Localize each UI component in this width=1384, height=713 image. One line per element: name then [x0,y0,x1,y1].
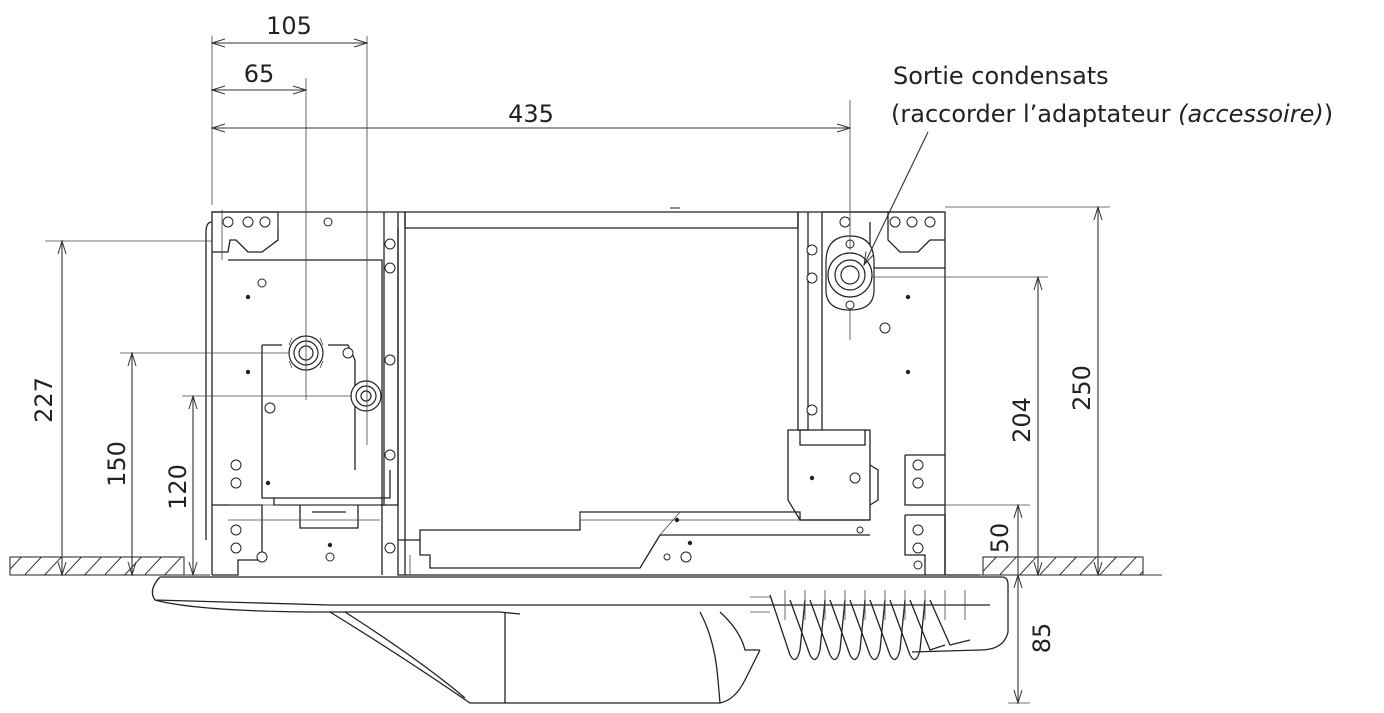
condensate-annotation: Sortie condensats (raccorder l’adaptateu… [891,62,1333,128]
screws [222,216,936,570]
dim-150: 150 [103,441,131,487]
annotation-suffix: ) [1324,100,1333,128]
decorative-panel [151,576,1009,704]
ceiling-left [9,556,210,576]
annotation-detail: (raccorder l’adaptateur (accessoire)) [891,100,1333,128]
condensate-outlet [825,235,875,311]
dim-85: 85 [1028,623,1056,654]
dim-204: 204 [1008,397,1036,443]
dim-50: 50 [986,523,1014,554]
dimension-lines [45,36,1110,703]
dim-227: 227 [30,377,58,423]
annotation-accessory: (accessoire) [1178,100,1324,128]
dim-65: 65 [244,60,275,88]
dim-120: 120 [164,464,192,510]
dimension-labels: 105 65 435 227 150 120 204 250 50 85 [30,12,1096,653]
pipe-connection-small [350,380,382,412]
annotation-title: Sortie condensats [893,62,1109,90]
dim-105: 105 [266,12,312,40]
annotation-prefix: (raccorder l’adaptateur [891,100,1178,128]
ceiling-right [945,556,1162,576]
dim-250: 250 [1068,365,1096,411]
dim-435: 435 [508,100,554,128]
